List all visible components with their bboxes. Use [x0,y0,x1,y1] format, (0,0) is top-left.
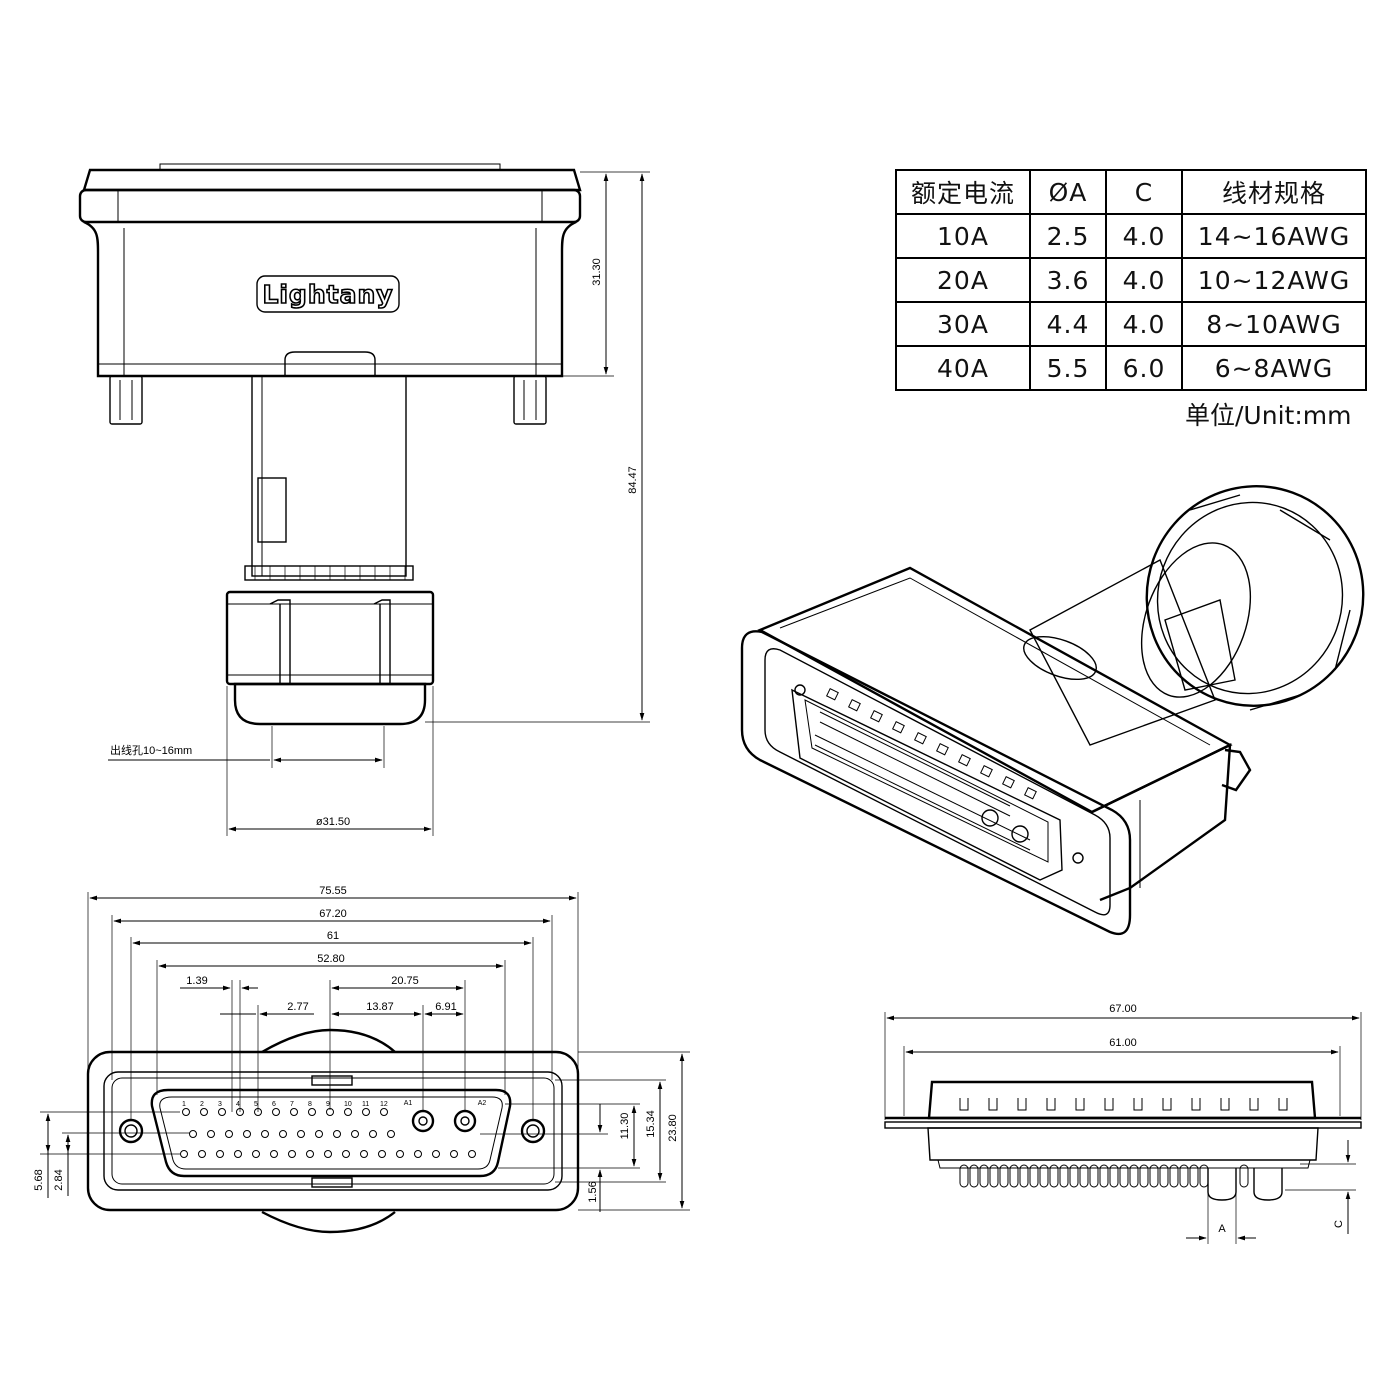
dim-height-top: 31.30 [591,258,603,286]
header-c: C [1105,169,1183,215]
dim-width-flange: 67.20 [319,908,347,920]
cell-current: 20A [895,257,1031,303]
pin-number-label: 11 [362,1101,369,1108]
header-wire-spec: 线材规格 [1181,169,1367,215]
cell-current: 30A [895,301,1031,347]
pin-number-label: 7 [290,1101,294,1108]
dim-row-offset-b: 2.84 [53,1169,65,1190]
dim-coax-pitch: 6.91 [435,1001,456,1013]
dim-pin-pitch-small: 1.39 [186,975,207,987]
side-view: Lightany [78,163,650,836]
pin-number-label: 9 [326,1101,330,1108]
dim-bottom-c: C [1333,1220,1345,1228]
coax-label-a2: A2 [478,1100,487,1107]
dim-height-shell: 15.34 [645,1110,657,1138]
dim-bottom-offset: 1.56 [587,1181,599,1202]
dim-pin-offset: 2.77 [287,1001,308,1013]
dim-row-offset-a: 5.68 [33,1169,45,1190]
table-row: 30A 4.4 4.0 8~10AWG [895,301,1367,347]
dim-bottom-width-mount: 61.00 [1109,1037,1137,1049]
brand-logo: Lightany [262,280,393,309]
pin-number-label: 6 [272,1101,276,1108]
dim-shell-width: 52.80 [317,953,345,965]
pin-row-top [182,1108,388,1116]
pin-number-label: 8 [308,1101,312,1108]
spec-table: 额定电流 ØA C 线材规格 10A 2.5 4.0 14~16AWG 20A … [895,169,1367,391]
pin-number-label: 2 [200,1101,204,1108]
solder-cups [959,1164,1283,1201]
dim-height-inner: 11.30 [619,1113,631,1140]
iso-pins [794,684,1084,864]
bottom-view: 67.00 61.00 A C [884,1003,1362,1244]
pin-number-label: 12 [380,1101,388,1108]
cell-wire-spec: 6~8AWG [1181,345,1367,391]
table-row: 40A 5.5 6.0 6~8AWG [895,345,1367,391]
pin-row-middle [189,1130,395,1138]
dim-height-overall: 23.80 [667,1114,679,1142]
table-row: 10A 2.5 4.0 14~16AWG [895,213,1367,259]
cell-diameter-a: 4.4 [1029,301,1107,347]
dim-coax-span: 20.75 [391,975,419,987]
cell-c: 6.0 [1105,345,1183,391]
pin-number-label: 1 [182,1101,186,1108]
dim-bottom-a: A [1218,1223,1226,1235]
dim-height-total: 84.47 [627,466,639,494]
pin-number-label: 3 [218,1101,222,1108]
dim-cable-hole: 出线孔10~16mm [110,743,192,757]
cell-diameter-a: 3.6 [1029,257,1107,303]
dim-width-overall: 75.55 [319,885,347,897]
pin-number-label: 4 [236,1101,240,1108]
cell-c: 4.0 [1105,257,1183,303]
pin-number-label: 10 [344,1101,352,1108]
dim-coax-pos: 13.87 [366,1001,394,1013]
cell-wire-spec: 8~10AWG [1181,301,1367,347]
header-rated-current: 额定电流 [895,169,1031,215]
cell-current: 40A [895,345,1031,391]
dim-nut-diameter: ø31.50 [316,816,350,828]
cell-diameter-a: 2.5 [1029,213,1107,259]
pin-row-bottom [180,1150,476,1158]
pin-number-label: 5 [254,1101,258,1108]
cell-wire-spec: 10~12AWG [1181,257,1367,303]
cell-c: 4.0 [1105,213,1183,259]
isometric-view [740,485,1365,936]
coax-label-a1: A1 [404,1100,413,1107]
cell-current: 10A [895,213,1031,259]
cell-diameter-a: 5.5 [1029,345,1107,391]
dim-bottom-width-flange: 67.00 [1109,1003,1137,1015]
cell-wire-spec: 14~16AWG [1181,213,1367,259]
spec-table-header: 额定电流 ØA C 线材规格 [895,169,1367,215]
pin-cavities [959,1098,1288,1111]
unit-note: 单位/Unit:mm [1185,401,1352,430]
header-diameter-a: ØA [1029,169,1107,215]
table-row: 20A 3.6 4.0 10~12AWG [895,257,1367,303]
cell-c: 4.0 [1105,301,1183,347]
dim-mount-spacing: 61 [327,930,339,942]
